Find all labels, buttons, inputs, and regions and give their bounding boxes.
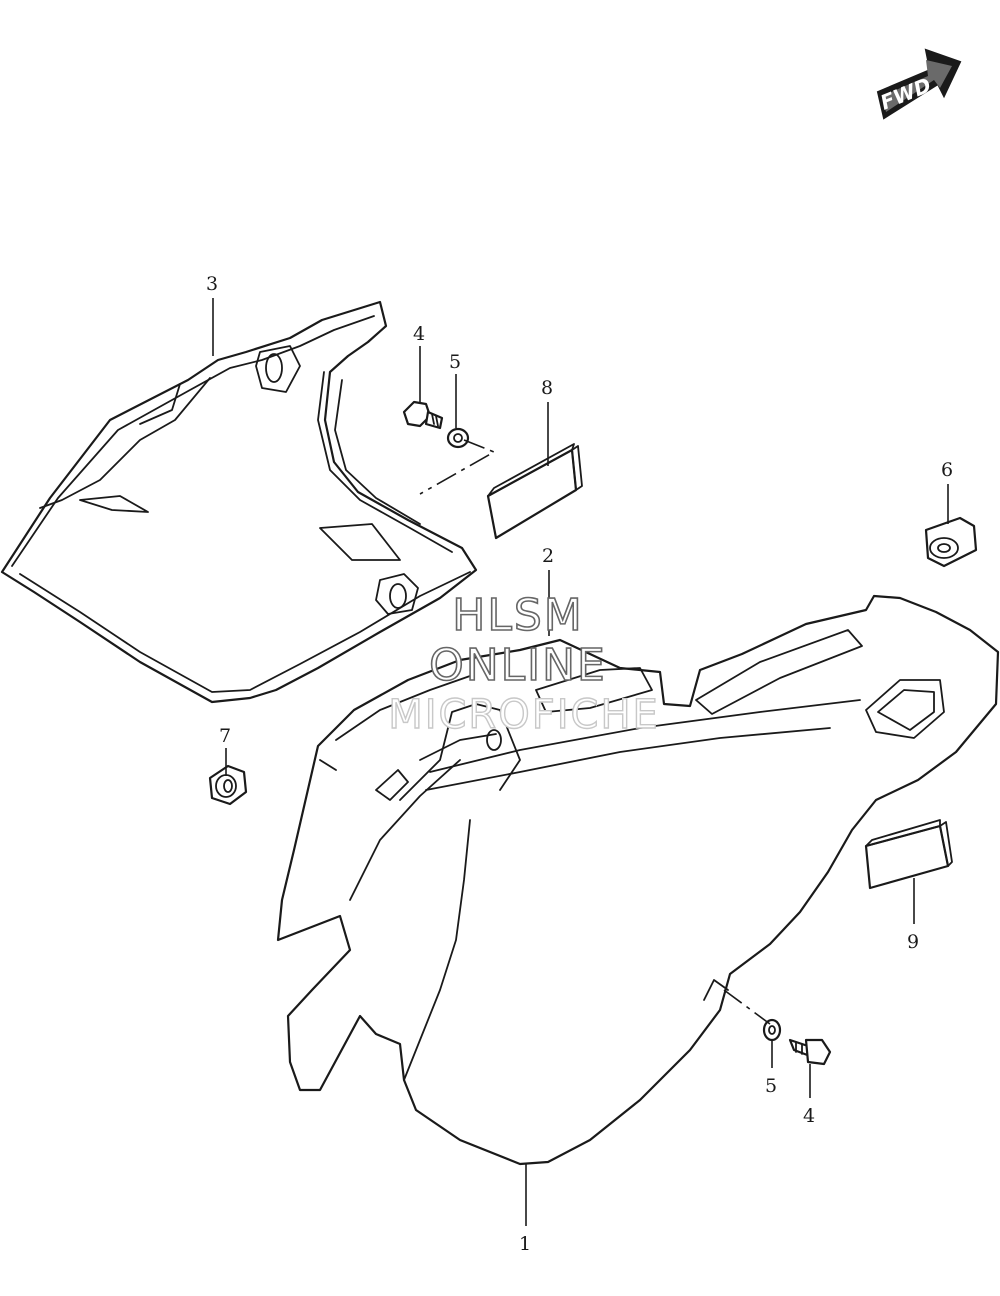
callout-2: 2 [542,545,554,567]
watermark-line-3: MICROFICHE [388,692,660,738]
callout-1: 1 [519,1233,531,1255]
callout-8: 8 [541,377,553,399]
part-8-pad [486,443,583,540]
callout-4-lower: 4 [803,1105,815,1127]
part-5-washer-upper [446,427,470,449]
part-4-bolt-lower [788,1038,832,1066]
assembly-line-upper [419,439,496,495]
callout-9: 9 [907,931,919,953]
part-6-grommet [924,516,978,568]
part-4-bolt-upper [402,400,444,430]
callout-3: 3 [206,273,218,295]
assembly-line-lower [723,989,771,1025]
watermark-line-2: ONLINE [429,640,607,691]
callout-5-lower: 5 [765,1075,777,1097]
callout-5-upper: 5 [449,351,461,373]
callout-6: 6 [941,459,953,481]
fwd-label: FWD [877,73,935,115]
watermark: HLSM ONLINE MICROFICHE [387,589,660,739]
callout-4-upper: 4 [413,323,425,345]
part-3-side-cover [0,300,478,704]
part-7-grommet [208,764,248,806]
callout-7: 7 [219,725,231,747]
fwd-arrow-badge: FWD [876,48,962,120]
part-5-washer-lower [762,1018,782,1042]
part-9-pad [864,819,953,890]
watermark-line-1: HLSM [452,590,584,641]
part-2-side-cover [276,594,1000,1166]
